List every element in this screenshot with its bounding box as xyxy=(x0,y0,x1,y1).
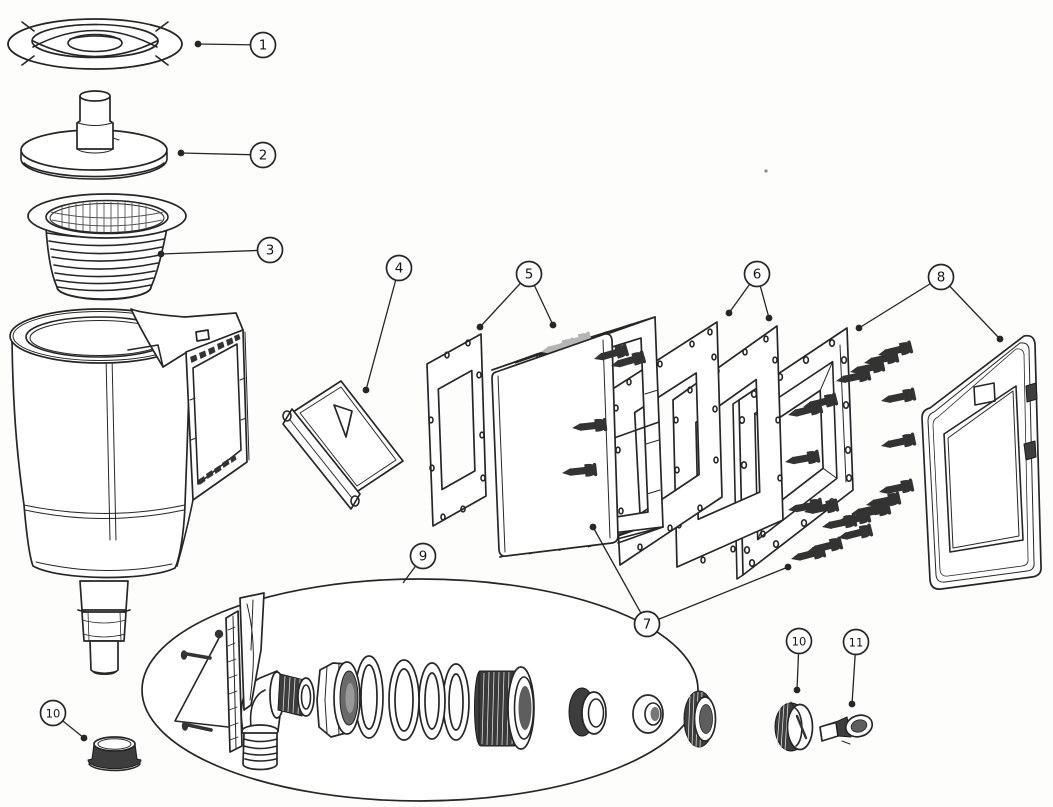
skimmer-tank-body xyxy=(9,308,250,675)
callout-balloon xyxy=(785,627,813,655)
leader-line xyxy=(646,566,789,625)
drain-plug-right xyxy=(774,701,814,752)
callout-9: 9 xyxy=(402,542,437,584)
leader-dot xyxy=(362,386,370,394)
callout-number: 7 xyxy=(643,617,652,633)
rubber-grommet xyxy=(632,694,664,734)
callout-number: 10 xyxy=(46,707,61,721)
leader-dot xyxy=(177,149,185,157)
weir-flap xyxy=(282,380,404,510)
union-nut xyxy=(316,661,361,738)
washer-rings xyxy=(354,655,470,741)
callout-balloon xyxy=(633,610,661,638)
mount-screws xyxy=(180,629,224,732)
skimmer-lid xyxy=(7,18,183,70)
leader-line xyxy=(180,152,264,156)
drain-plug-left xyxy=(87,736,142,772)
callout-balloon xyxy=(515,260,543,288)
leader-dot xyxy=(725,309,733,317)
callout-10: 10 xyxy=(39,699,88,742)
extension-housing xyxy=(491,316,664,558)
plug-wrench xyxy=(819,714,874,745)
leader-line xyxy=(365,267,400,391)
housing-gasket xyxy=(426,333,487,527)
callout-balloon xyxy=(409,542,437,570)
callout-balloon xyxy=(256,236,284,264)
leader-line xyxy=(858,276,942,329)
callouts-layer: 1 2 3 4 5 6 7 8 9 10 10 11 xyxy=(39,31,1004,742)
leader-dot xyxy=(476,323,484,331)
callout-balloon xyxy=(39,699,67,727)
leader-line xyxy=(940,276,1001,340)
callout-number: 5 xyxy=(525,267,534,283)
callout-balloon xyxy=(743,260,771,288)
callout-number: 6 xyxy=(753,267,762,283)
callout-7: 7 xyxy=(589,523,792,638)
leader-dot xyxy=(996,335,1004,343)
callout-1: 1 xyxy=(194,31,277,59)
gasket-holes xyxy=(428,339,486,521)
callout-6: 6 xyxy=(725,260,773,322)
callout-number: 11 xyxy=(849,636,864,650)
retainer-ring xyxy=(568,687,607,737)
leader-dot xyxy=(848,700,856,708)
detail-ellipse-group xyxy=(141,578,717,802)
callout-2: 2 xyxy=(177,141,277,169)
throat-vent-slots xyxy=(190,334,241,485)
callout-number: 8 xyxy=(937,270,946,286)
callout-balloon xyxy=(249,141,277,169)
callout-10: 10 xyxy=(785,627,813,694)
threaded-wall-fitting xyxy=(474,666,535,750)
leader-dot xyxy=(793,686,801,694)
leader-dot xyxy=(765,314,773,322)
elbow-mount-plates xyxy=(174,592,265,753)
leader-dot xyxy=(194,40,202,48)
callout-4: 4 xyxy=(362,254,413,394)
leader-dot xyxy=(784,563,792,571)
leader-dot xyxy=(589,523,597,531)
callout-number: 4 xyxy=(395,261,404,277)
callout-5: 5 xyxy=(476,260,557,331)
leader-line xyxy=(160,249,271,255)
knurled-nut xyxy=(683,690,717,748)
callout-balloon xyxy=(385,254,413,282)
vacuum-plate xyxy=(20,90,168,180)
leader-dot xyxy=(549,321,557,329)
leader-dot xyxy=(157,250,165,258)
callout-balloon xyxy=(927,263,955,291)
callout-balloon xyxy=(249,31,277,59)
leader-line xyxy=(592,526,648,625)
scan-speck xyxy=(764,169,768,173)
callout-number: 2 xyxy=(259,148,268,164)
faceplate-cover xyxy=(921,334,1042,590)
gasket-inner xyxy=(610,321,723,566)
callout-3: 3 xyxy=(157,236,284,264)
callout-number: 1 xyxy=(259,38,268,54)
callout-number: 10 xyxy=(792,635,807,649)
callout-8: 8 xyxy=(855,263,1004,343)
hose-barb xyxy=(242,732,278,771)
tank-throat xyxy=(176,329,250,567)
callout-number: 3 xyxy=(266,243,275,259)
callout-number: 9 xyxy=(419,549,428,565)
callout-11: 11 xyxy=(842,628,870,708)
leader-dot xyxy=(80,734,88,742)
skimmer-basket xyxy=(27,193,187,301)
vacuum-plate-stub xyxy=(76,90,120,154)
leader-dot xyxy=(855,324,863,332)
callout-balloon xyxy=(842,628,870,656)
